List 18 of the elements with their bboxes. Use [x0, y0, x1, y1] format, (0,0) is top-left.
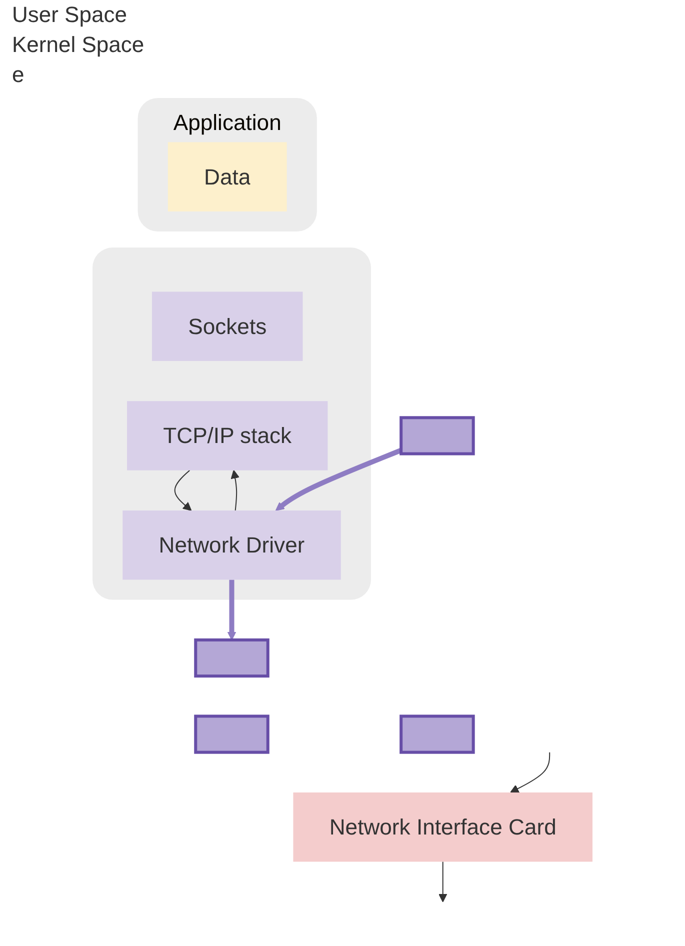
- node-bar: [194, 638, 270, 678]
- arrow: [230, 470, 240, 511]
- node-box: Network Driver: [122, 510, 341, 580]
- cluster: [92, 248, 371, 600]
- arrow: [227, 580, 236, 640]
- node-box: Data: [168, 142, 287, 212]
- arrow: [438, 862, 448, 902]
- node-bar: [400, 714, 475, 754]
- node-box: Network Interface Card: [293, 792, 592, 862]
- node-bar: [400, 416, 475, 456]
- region-label: e: [11, 61, 26, 89]
- region-label: Kernel Space: [11, 31, 146, 59]
- node-box: Sockets: [152, 292, 303, 361]
- arrow: [510, 752, 550, 793]
- node-bar: [194, 714, 270, 754]
- arrow: [174, 470, 192, 511]
- region-label: User Space: [11, 1, 128, 29]
- node-box: TCP/IP stack: [127, 401, 328, 470]
